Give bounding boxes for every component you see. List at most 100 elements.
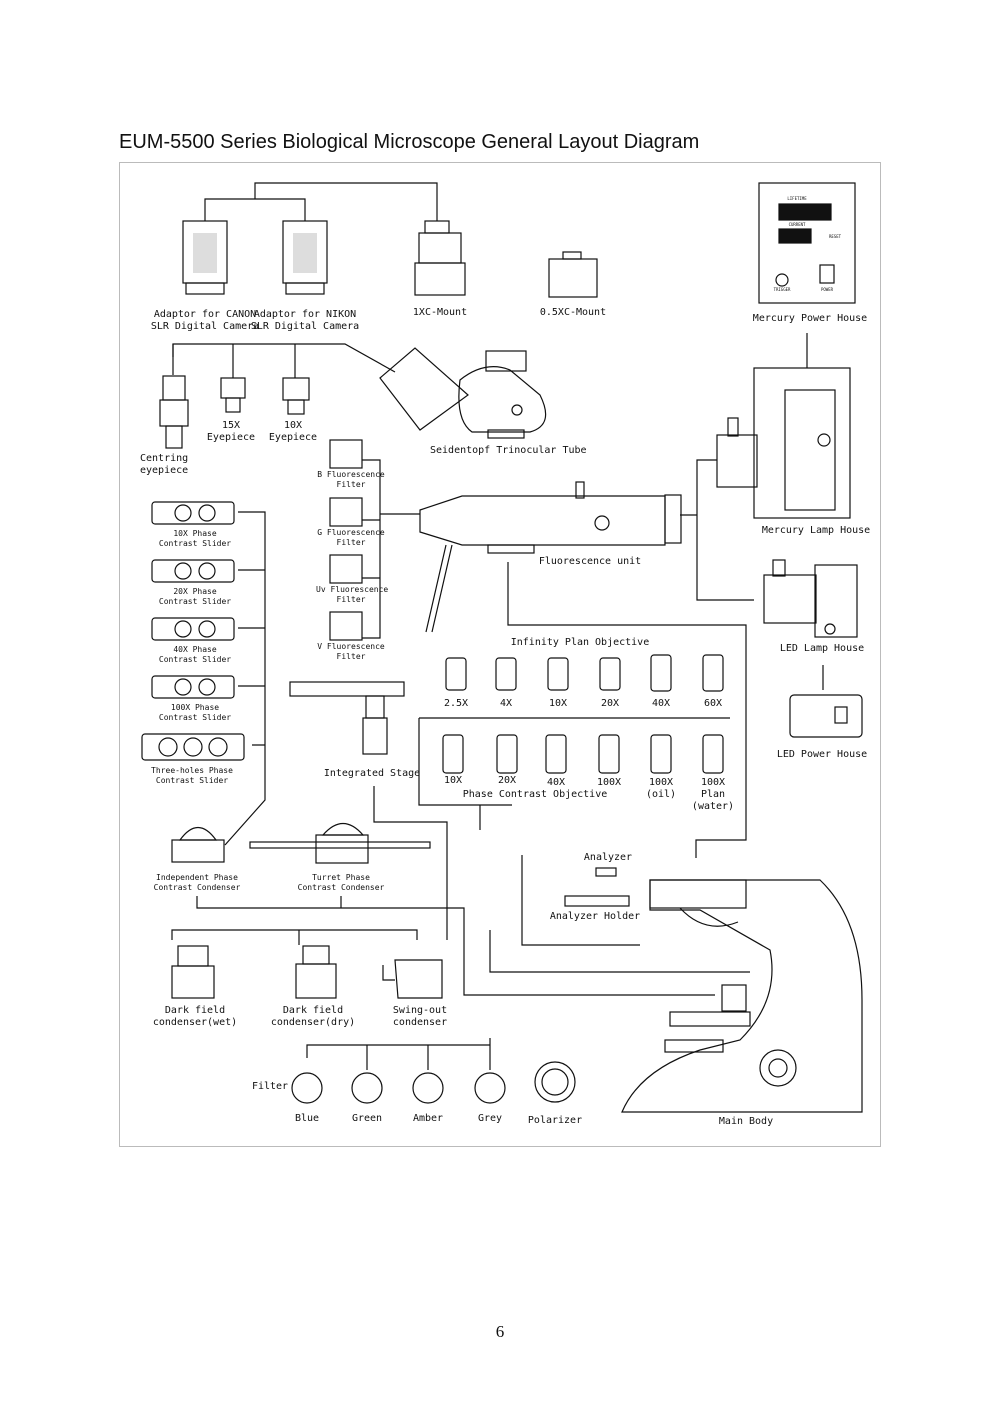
connector-filters-row [306,1038,491,1070]
page-title: EUM-5500 Series Biological Microscope Ge… [119,131,700,153]
filter-green-label: Green [351,1113,383,1124]
phase-objective-label: 100X [596,777,622,788]
infinity-plan-objective-label: Infinity Plan Objective [510,637,650,648]
trigger-label: TRIGGER [773,287,791,292]
integrated-stage-icon [289,681,405,697]
connector-camera-mounts [254,182,438,221]
analyzer-holder-label: Analyzer Holder [549,911,641,922]
centring-eyepiece-icon [162,375,186,401]
filter-amber-label: Amber [412,1113,444,1124]
phase-objective-label: 10X [443,775,463,786]
mercury-power-house-icon [758,182,856,304]
mount-05x-label: 0.5XC-Mount [539,307,607,318]
dark-field-wet-icon [177,945,209,967]
plan-objective-label: 20X [600,698,620,709]
connector-objectives [418,562,747,858]
plan-objective-label: 2.5X [443,698,469,709]
plan-objective-label: 40X [651,698,671,709]
plan-objective-label: 60X [703,698,723,709]
filter-grey-label: Grey [477,1113,503,1124]
phase-objective-label: 40X [546,777,566,788]
led-power-house-label: LED Power House [776,749,868,760]
slider-10x-icon [151,501,235,525]
plan-objective-label: 4X [499,698,513,709]
polarizer-icon [534,1061,576,1103]
connector-sliders [224,511,266,846]
v-filter-icon [329,611,363,641]
filter-green-icon [351,1072,383,1104]
g-filter-icon [329,497,363,527]
main-body-label: Main Body [718,1116,774,1127]
filter-blue-icon [291,1072,323,1104]
connector-filters [362,459,420,639]
lifetime-label: LIFETIME [787,196,807,201]
connector-dark-field [171,929,418,945]
power-label: POWER [820,287,834,292]
phase-objective-label: 20X [497,775,517,786]
connector-body [489,930,750,973]
connector-condensers [196,896,715,996]
fluorescence-unit-icon [419,495,666,546]
analyzer-holder-icon [564,895,630,907]
phase-contrast-objective-label: Phase Contrast Objective [462,789,608,800]
b-filter-icon [329,439,363,469]
slider-100x-icon [151,675,235,699]
connector-lamps [680,459,754,601]
reset-label: RESET [828,234,842,239]
connector-stage [373,786,448,940]
swing-out-icon [382,959,443,999]
current-label: CURRENT [788,222,806,227]
turret-condenser-icon [321,822,365,836]
filter-amber-icon [412,1072,444,1104]
mercury-lamp-house-label: Mercury Lamp House [761,525,871,536]
eyepiece-15x-icon [220,377,246,399]
phase-objective-label: 100X(oil) [645,777,677,800]
analyzer-label: Analyzer [583,852,633,863]
mercury-power-house-label: Mercury Power House [752,313,868,324]
independent-condenser-icon [178,826,218,841]
page-number: 6 [495,1322,505,1341]
connector-eyepiece-drops [172,344,296,378]
connector-eyepieces [172,343,396,373]
integrated-stage-label: Integrated Stage [323,768,421,779]
connector-adaptors [204,198,306,221]
led-lamp-house-label: LED Lamp House [779,643,865,654]
slider-three-icon [141,733,245,761]
trinocular-tube-label: Seidentopf Trinocular Tube [430,445,587,456]
slider-20x-icon [151,559,235,583]
dark-field-dry-icon [302,945,330,965]
led-lamp-house-icon [814,564,858,638]
filter-blue-label: Blue [294,1113,320,1124]
diagram-frame [119,162,881,1147]
trinocular-tube-icon [379,347,469,431]
plan-objective-label: 10X [548,698,568,709]
filter-grey-icon [474,1072,506,1104]
polarizer-label: Polarizer [527,1115,583,1126]
mount-1x-label: 1XC-Mount [412,307,468,318]
connector-analyzer [521,855,640,946]
analyzer-icon [595,867,617,877]
led-power-house-icon [789,694,863,738]
main-body-icon [621,879,863,1113]
phase-objective-icons [442,734,724,774]
mount-05x-icon [548,258,598,298]
uv-filter-icon [329,554,363,584]
